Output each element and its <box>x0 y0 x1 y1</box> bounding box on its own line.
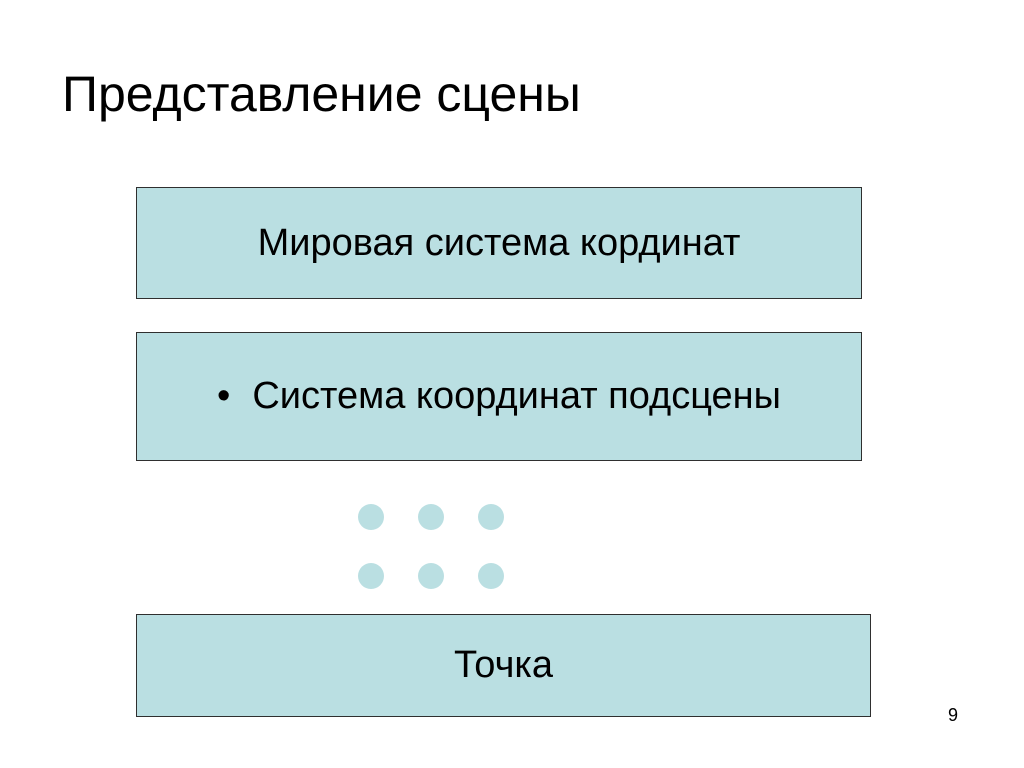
subscene-coordinate-system-box: • Система координат подсцены <box>136 332 862 461</box>
page-number: 9 <box>948 705 959 725</box>
slide-title: Представление сцены <box>62 66 581 122</box>
subscene-bullet-line: • Система координат подсцены <box>217 375 781 418</box>
subscene-coordinate-system-label: Система координат подсцены <box>252 375 781 417</box>
bullet-icon: • <box>217 375 231 417</box>
dot-icon <box>358 563 384 589</box>
dot-icon <box>418 563 444 589</box>
ellipsis-dots <box>358 504 504 589</box>
dot-icon <box>478 504 504 530</box>
dot-icon <box>418 504 444 530</box>
point-label: Точка <box>454 644 553 686</box>
dot-icon <box>358 504 384 530</box>
world-coordinate-system-label: Мировая система кординат <box>257 221 741 264</box>
dot-icon <box>478 563 504 589</box>
world-coordinate-system-box: Мировая система кординат <box>136 187 862 299</box>
point-box: Точка <box>136 614 871 717</box>
